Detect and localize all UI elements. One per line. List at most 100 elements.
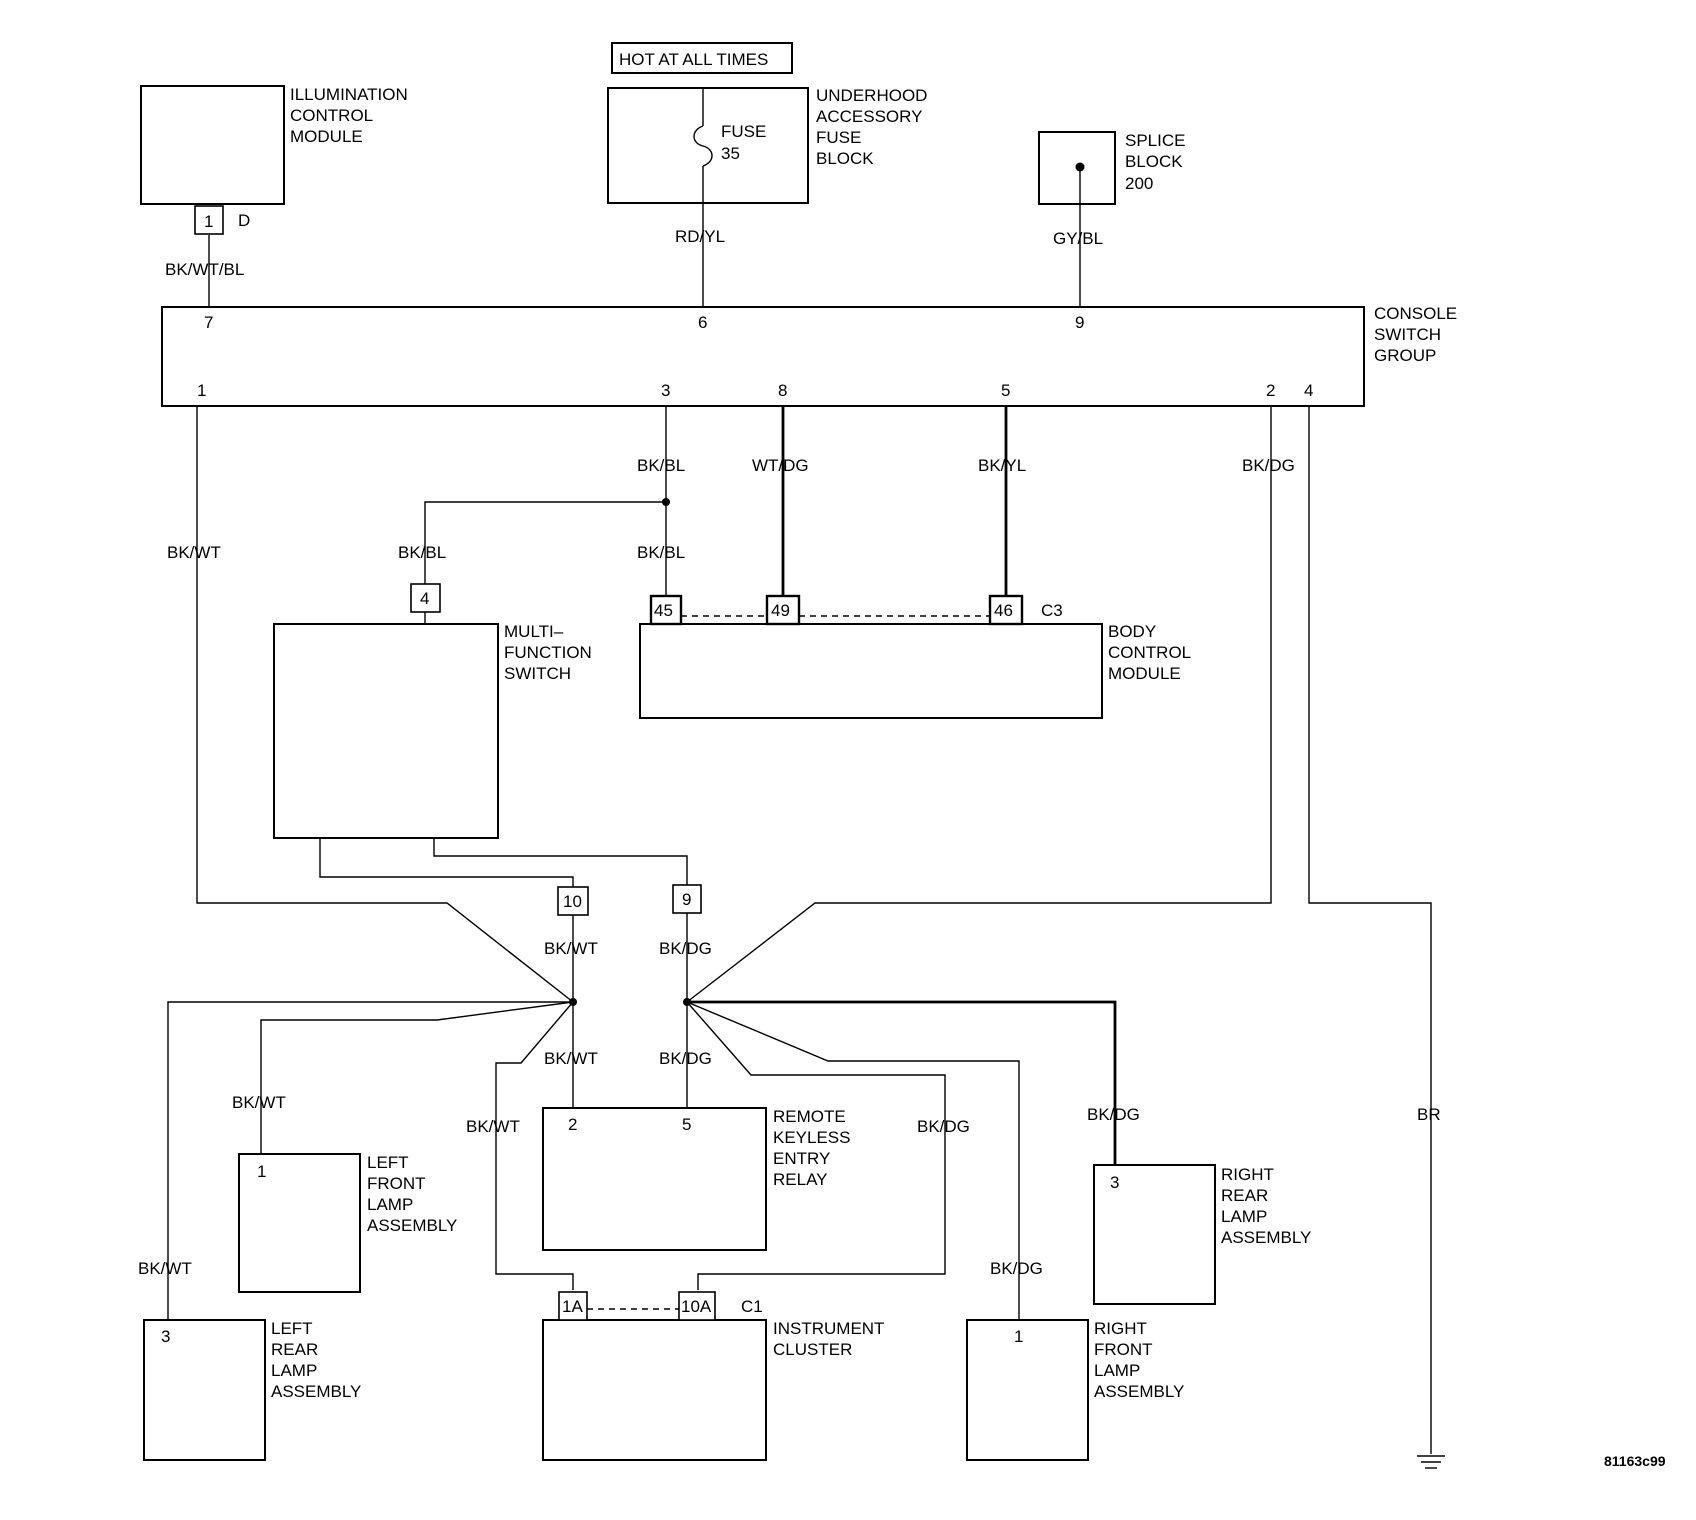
console-pin-8: 8	[778, 381, 787, 400]
splice-block-dot	[1075, 162, 1085, 172]
wire-cluster-10a	[686, 1001, 946, 1290]
lf-label-3: LAMP	[367, 1195, 413, 1214]
console-pin-4: 4	[1304, 381, 1313, 400]
illum-pin: 1	[204, 212, 213, 231]
console-pin-6: 6	[698, 313, 707, 332]
mfs-label-1: MULTI–	[504, 622, 564, 641]
wire-label-c1: BK/WT	[167, 543, 221, 562]
cluster-label-1: INSTRUMENT	[773, 1319, 884, 1338]
rr-label-2: REAR	[1221, 1186, 1268, 1205]
console-pin-3: 3	[661, 381, 670, 400]
fuse-block-label-1: UNDERHOOD	[816, 86, 927, 105]
fuse-number: 35	[721, 144, 740, 163]
wire-label-mfs-10: BK/WT	[544, 939, 598, 958]
rke-label-1: REMOTE	[773, 1107, 846, 1126]
console-pin-5: 5	[1001, 381, 1010, 400]
mfs-pin9-box	[672, 884, 702, 914]
wire-label-lf: BK/WT	[232, 1093, 286, 1112]
rke-relay-box	[542, 1107, 767, 1251]
bcm-connector: C3	[1041, 601, 1063, 620]
mfs-pin-4: 4	[420, 589, 429, 608]
wire-label-c3: BK/BL	[637, 456, 685, 475]
mfs-pin-10: 10	[563, 892, 582, 911]
console-switch-box	[161, 306, 1365, 407]
wire-lf	[260, 1001, 574, 1154]
rke-pin-5: 5	[682, 1115, 691, 1134]
lf-label-4: ASSEMBLY	[367, 1216, 457, 1235]
wire-rf	[686, 1001, 1020, 1320]
console-pin-7: 7	[204, 313, 213, 332]
bcm-label-2: CONTROL	[1108, 643, 1191, 662]
wire-c1	[196, 406, 574, 1003]
wires	[167, 167, 1432, 1454]
cluster-connector: C1	[741, 1297, 763, 1316]
lf-label-1: LEFT	[367, 1153, 409, 1172]
rf-pin: 1	[1014, 1327, 1023, 1346]
wire-label-rf: BK/DG	[990, 1259, 1043, 1278]
illum-label-2: CONTROL	[290, 106, 373, 125]
splice-dot-c3	[662, 498, 670, 506]
fuse-label: FUSE	[721, 122, 766, 141]
lr-label-2: REAR	[271, 1340, 318, 1359]
bcm-label-1: BODY	[1108, 622, 1156, 641]
rf-label-2: FRONT	[1094, 1340, 1153, 1359]
rke-label-3: ENTRY	[773, 1149, 830, 1168]
lr-label-4: ASSEMBLY	[271, 1382, 361, 1401]
bcm-pin49-box	[765, 594, 801, 626]
lr-label-3: LAMP	[271, 1361, 317, 1380]
lr-label-1: LEFT	[271, 1319, 313, 1338]
bcm-pin-49: 49	[771, 601, 790, 620]
wire-rr	[687, 1000, 1117, 1165]
wire-label-splice: GY/BL	[1053, 229, 1103, 248]
multifunction-switch-box	[273, 623, 499, 839]
fuse-block-label-2: ACCESSORY	[816, 107, 922, 126]
fuse-block-box	[607, 87, 809, 204]
mfs-pin10-box	[557, 886, 589, 916]
hot-at-all-times-box	[611, 42, 793, 74]
rf-label-3: LAMP	[1094, 1361, 1140, 1380]
wire-label-mfs-9: BK/DG	[659, 939, 712, 958]
wire-label-to-mfs: BK/BL	[398, 543, 446, 562]
mfs-pin-9: 9	[682, 890, 691, 909]
bcm-pin-45: 45	[654, 601, 673, 620]
lf-pin: 1	[257, 1162, 266, 1181]
lf-label-2: FRONT	[367, 1174, 426, 1193]
splice-block-box	[1038, 131, 1116, 205]
illumination-module-box	[140, 85, 285, 205]
ground-icon	[1417, 1455, 1445, 1469]
wire-mfs-out-9	[433, 838, 688, 885]
wire-label-rke-2: BK/WT	[544, 1049, 598, 1068]
rr-label-3: LAMP	[1221, 1207, 1267, 1226]
bcm-pin-46: 46	[994, 601, 1013, 620]
splice-label-2: BLOCK	[1125, 152, 1183, 171]
wire-label-cluster-1a: BK/WT	[466, 1117, 520, 1136]
lr-lamp-box	[143, 1319, 266, 1461]
console-pin-1: 1	[197, 381, 206, 400]
cluster-pin1a-box	[558, 1291, 588, 1321]
rr-lamp-box	[1093, 1164, 1216, 1305]
wire-label-cluster-10a: BK/DG	[917, 1117, 970, 1136]
rke-label-4: RELAY	[773, 1170, 828, 1189]
wire-lr	[167, 1001, 573, 1320]
rr-pin: 3	[1110, 1173, 1119, 1192]
wire-label-c5: BK/YL	[978, 456, 1026, 475]
console-label-1: CONSOLE	[1374, 304, 1457, 323]
cluster-pin-1a: 1A	[562, 1297, 583, 1316]
bcm-pin46-box	[988, 594, 1024, 626]
bcm-label-3: MODULE	[1108, 664, 1181, 683]
cluster-pin10a-box	[678, 1291, 716, 1321]
bcm-pin45-box	[649, 594, 683, 626]
wire-label-rr: BK/DG	[1087, 1105, 1140, 1124]
hot-at-all-times: HOT AT ALL TIMES	[619, 50, 768, 69]
splice-dot-right	[683, 998, 691, 1006]
cluster-label-2: CLUSTER	[773, 1340, 852, 1359]
wire-cluster-1a	[495, 1001, 574, 1290]
illum-pin-box	[194, 205, 224, 235]
lf-lamp-box	[238, 1153, 361, 1293]
wire-label-ground: BR	[1417, 1105, 1441, 1124]
wire-label-lr: BK/WT	[138, 1259, 192, 1278]
wire-label-c2: BK/DG	[1242, 456, 1295, 475]
wire-label-fuse: RD/YL	[675, 227, 725, 246]
console-pin-2: 2	[1266, 381, 1275, 400]
